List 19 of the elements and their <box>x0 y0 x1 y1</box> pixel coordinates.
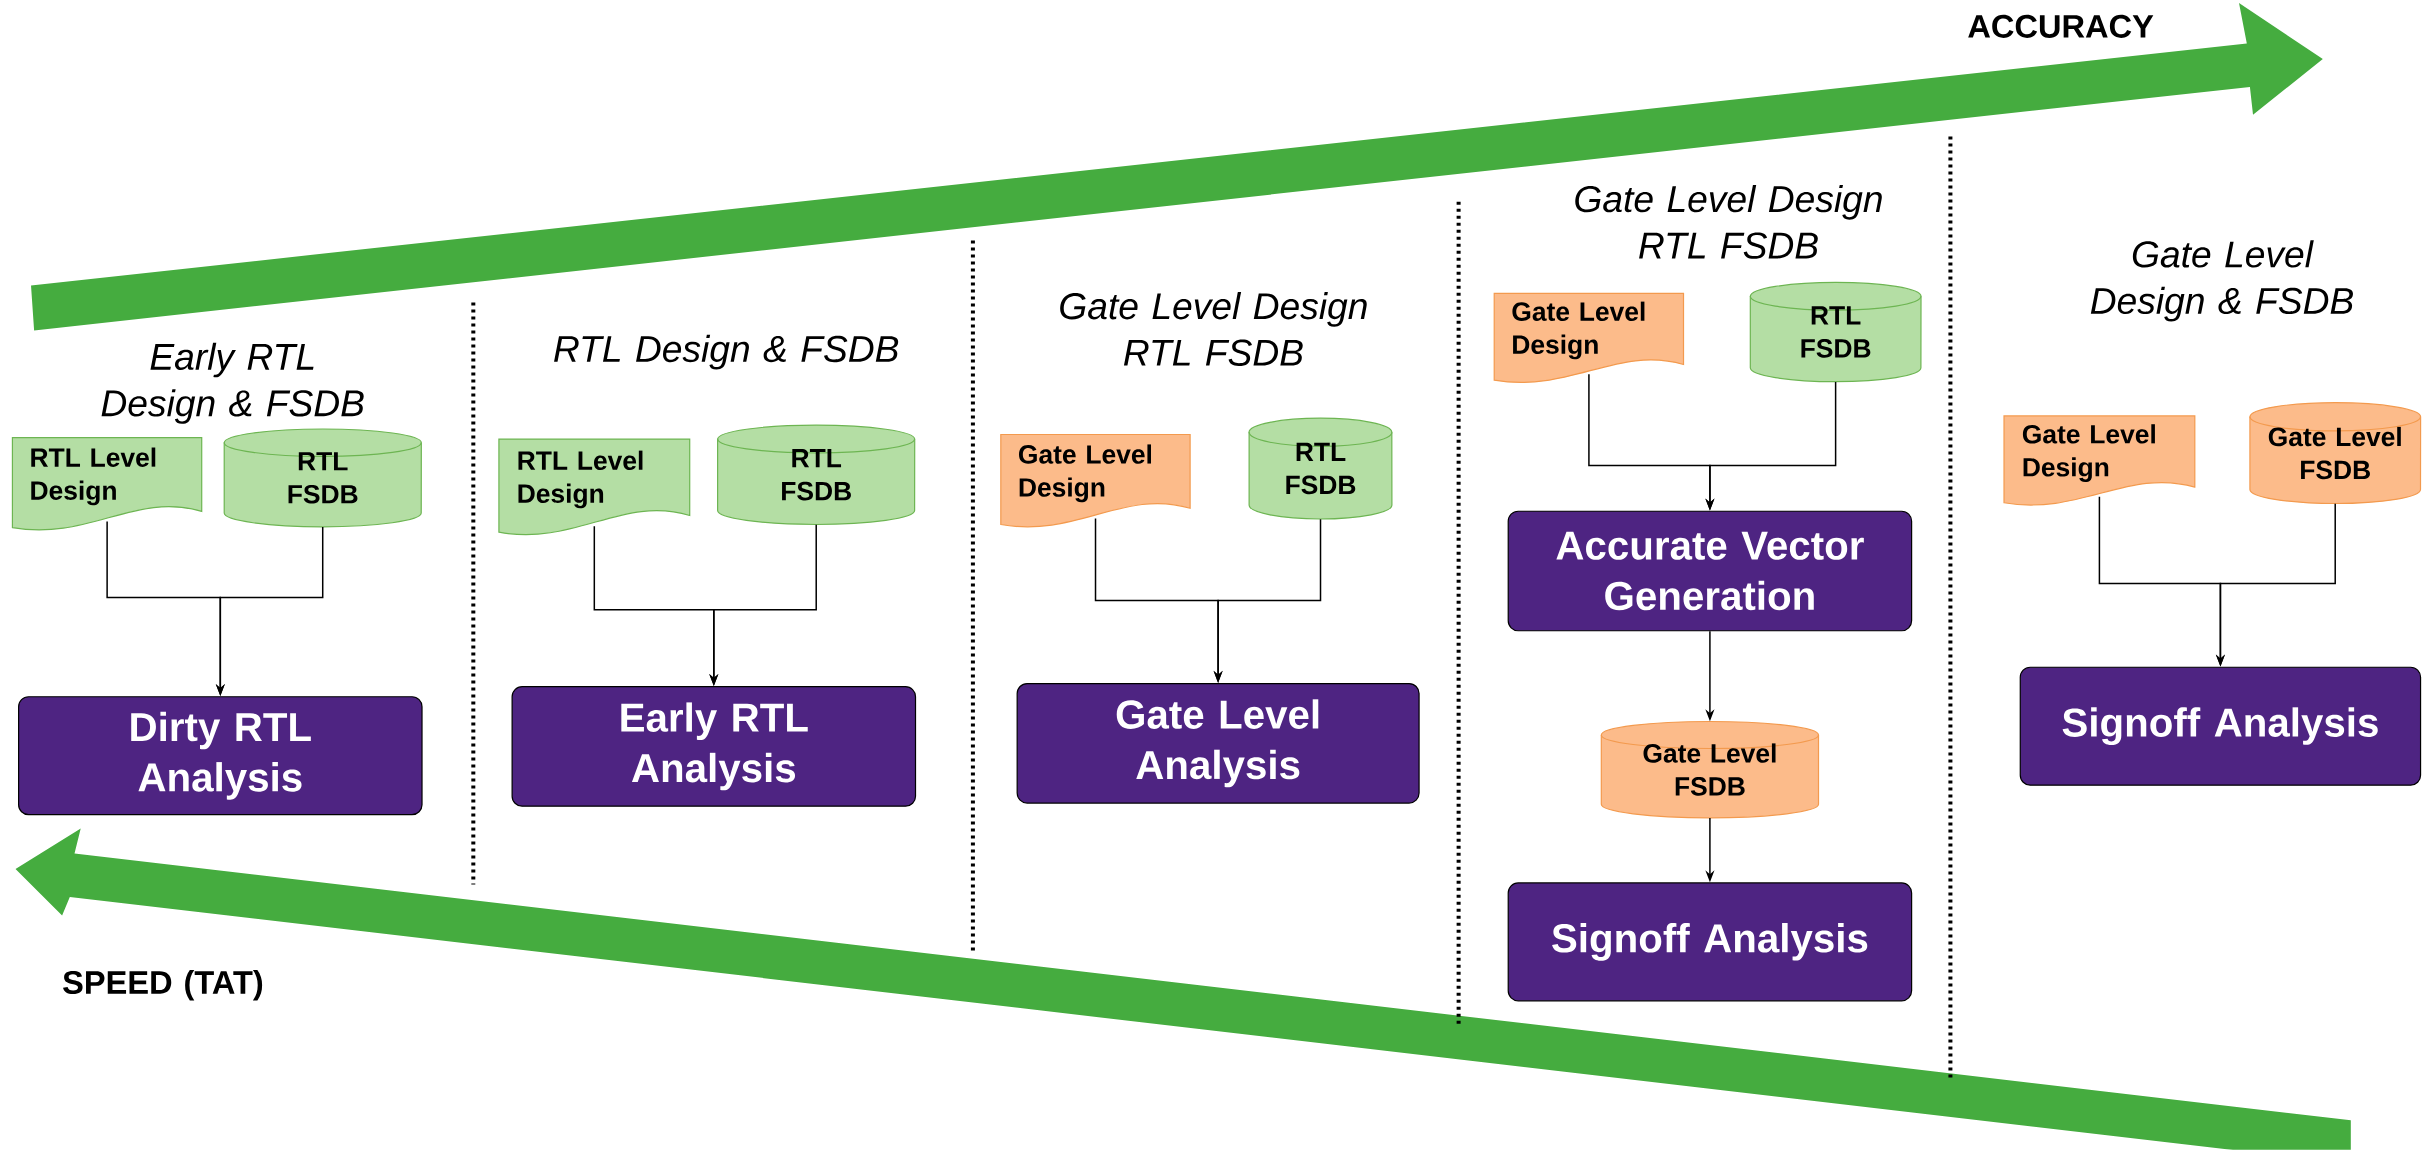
process-box: Gate Level Analysis <box>1016 683 1420 804</box>
process-box: Signoff Analysis <box>1507 882 1913 1002</box>
process-box: Signoff Analysis <box>2019 666 2422 786</box>
process-box: Dirty RTL Analysis <box>18 696 423 816</box>
axis-label: SPEED (TAT) <box>63 970 263 1001</box>
database-cylinder: RTL FSDB <box>1248 417 1393 520</box>
column-heading: Gate Level Design RTL FSDB <box>1060 292 1367 366</box>
database-cylinder: RTL FSDB <box>223 428 422 528</box>
database-cylinder: Gate Level FSDB <box>1600 721 1820 819</box>
column-heading: Gate Level Design RTL FSDB <box>1575 185 1882 259</box>
column-heading: Gate Level Design & FSDB <box>2090 240 2353 322</box>
axis-label: ACCURACY <box>1968 14 2154 39</box>
database-cylinder: RTL FSDB <box>717 424 916 526</box>
column-heading: Early RTL Design & FSDB <box>101 342 364 424</box>
process-box: Early RTL Analysis <box>511 686 917 807</box>
database-cylinder: RTL FSDB <box>1749 281 1922 383</box>
column-heading: RTL Design & FSDB <box>554 334 899 370</box>
database-cylinder: Gate Level FSDB <box>2249 402 2422 505</box>
process-box: Accurate Vector Generation <box>1507 510 1913 632</box>
